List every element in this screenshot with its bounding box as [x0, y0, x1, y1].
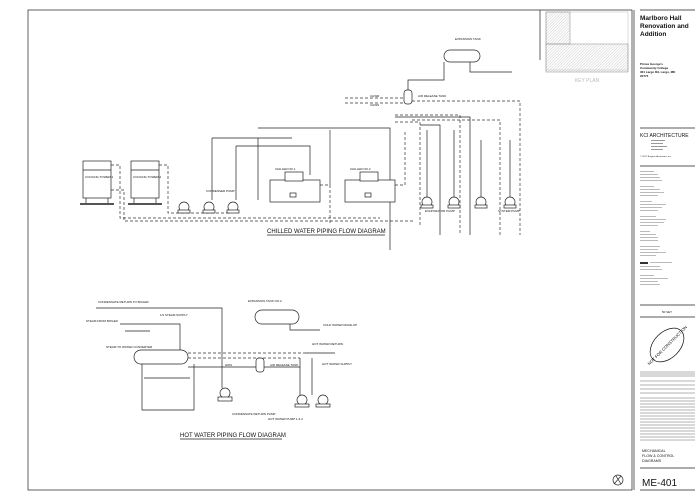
project-title-line: Addition: [640, 31, 666, 38]
chilled-water-diagram: COOLING TOWER 1 COOLING TOWER 2 CONDENSE…: [80, 37, 521, 250]
cold-water-label: COLD WATER MAKE-UP: [323, 323, 357, 327]
cooling-tower-2: COOLING TOWER 2: [128, 160, 162, 205]
hw-expansion-tank: EXPANSION TANK NO.2: [248, 299, 300, 325]
converter-label: STEAM TO WATER CONVERTER: [106, 345, 153, 349]
hot-water-return-label: HOT WATER RETURN: [312, 342, 343, 346]
sheet-title-line: FLOW & CONTROL: [642, 454, 674, 458]
key-plan: KEY PLAN: [545, 11, 629, 84]
set-label: 50 SET: [662, 310, 672, 314]
system-pumps: SYSTEM PUMP: [474, 196, 520, 213]
lp-steam-label: 1/2 STEAM SUPPLY: [160, 313, 188, 317]
chilled-water-title: CHILLED WATER PIPING FLOW DIAGRAM: [267, 229, 386, 235]
hw-pumps-label: HOT WATER PUMP 1 & 2: [268, 417, 303, 421]
hot-water-title: HOT WATER PIPING FLOW DIAGRAM: [180, 433, 286, 439]
expansion-tank-label: EXPANSION TANK: [455, 37, 481, 41]
cooling-tower-1: COOLING TOWER 1: [80, 160, 114, 205]
key-plan-label: KEY PLAN: [575, 78, 600, 84]
chiller-1: CHILLER NO.1: [269, 167, 321, 203]
steam-supply-label: STEAM FROM BOILER: [86, 319, 119, 323]
consultant-list: [640, 171, 672, 285]
north-arrow-icon: [612, 474, 624, 486]
project-title-line: Marlboro Hall: [640, 15, 682, 22]
architect-address: [651, 140, 667, 150]
client-line: 20774: [640, 74, 649, 78]
evaporator-pump-label: EVAPORATOR PUMP: [425, 209, 455, 213]
chwr-label: CHWR: [370, 94, 380, 98]
cooling-tower-1-label: COOLING TOWER 1: [85, 175, 114, 179]
condenser-pumps: CONDENSER PUMP: [177, 189, 240, 214]
sheet-title-line: DIAGRAMS: [642, 459, 662, 463]
sheet-title-line: MECHANICAL: [642, 449, 666, 453]
not-for-construction-stamp: NOT FOR CONSTRUCTION: [647, 325, 688, 366]
revision-table: [640, 371, 695, 441]
client-line: 301 Largo Rd, Largo, MD: [640, 70, 676, 74]
copyright: © 2017 Burgess Associates, Inc.: [640, 155, 672, 158]
project-title-line: Renovation and: [640, 23, 689, 30]
drawing-border: [27, 9, 633, 491]
condenser-pump-label: CONDENSER PUMP: [206, 189, 235, 193]
air-release-tank-label: AIR RELEASE TANK: [418, 94, 446, 98]
system-pump-label: SYSTEM PUMP: [498, 209, 520, 213]
hws-label: HWS: [225, 363, 232, 367]
expansion-tank: EXPANSION TANK: [443, 37, 512, 73]
chws-label: CHWS: [370, 103, 379, 107]
hw-air-release-label: AIR RELEASE TANK: [270, 363, 298, 367]
steam-converter: STEAM TO WATER CONVERTER: [106, 345, 189, 365]
air-release-tank: AIR RELEASE TANK: [403, 62, 446, 105]
hw-expansion-tank-label: EXPANSION TANK NO.2: [248, 299, 282, 303]
stamp-text: NOT FOR CONSTRUCTION: [647, 325, 688, 366]
cooling-tower-2-label: COOLING TOWER 2: [133, 175, 162, 179]
evaporator-pumps: EVAPORATOR PUMP: [420, 196, 461, 213]
sheet-number: ME-401: [642, 478, 677, 489]
hot-water-pumps: HOT WATER PUMP 1 & 2: [268, 394, 331, 421]
condensate-pump-label: CONDENSATE RETURN PUMP: [232, 412, 275, 416]
client-line: Community College: [640, 66, 669, 70]
hw-air-release-tank: AIR RELEASE TANK: [255, 357, 298, 373]
condensate-return-label: CONDENSATE RETURN TO BOILER: [98, 300, 150, 304]
architect-logo: KCI ARCHITECTURE: [640, 133, 689, 139]
hot-water-diagram: CONDENSATE RETURN TO BOILER STEAM FROM B…: [86, 299, 357, 440]
chiller-2: CHILLER NO.2: [344, 167, 396, 203]
client-line: Prince George's: [640, 62, 663, 66]
condensate-pump: CONDENSATE RETURN PUMP: [217, 387, 275, 416]
chiller-2-label: CHILLER NO.2: [350, 167, 371, 171]
chiller-1-label: CHILLER NO.1: [275, 167, 296, 171]
hot-water-supply-label: HOT WATER SUPPLY: [322, 362, 352, 366]
